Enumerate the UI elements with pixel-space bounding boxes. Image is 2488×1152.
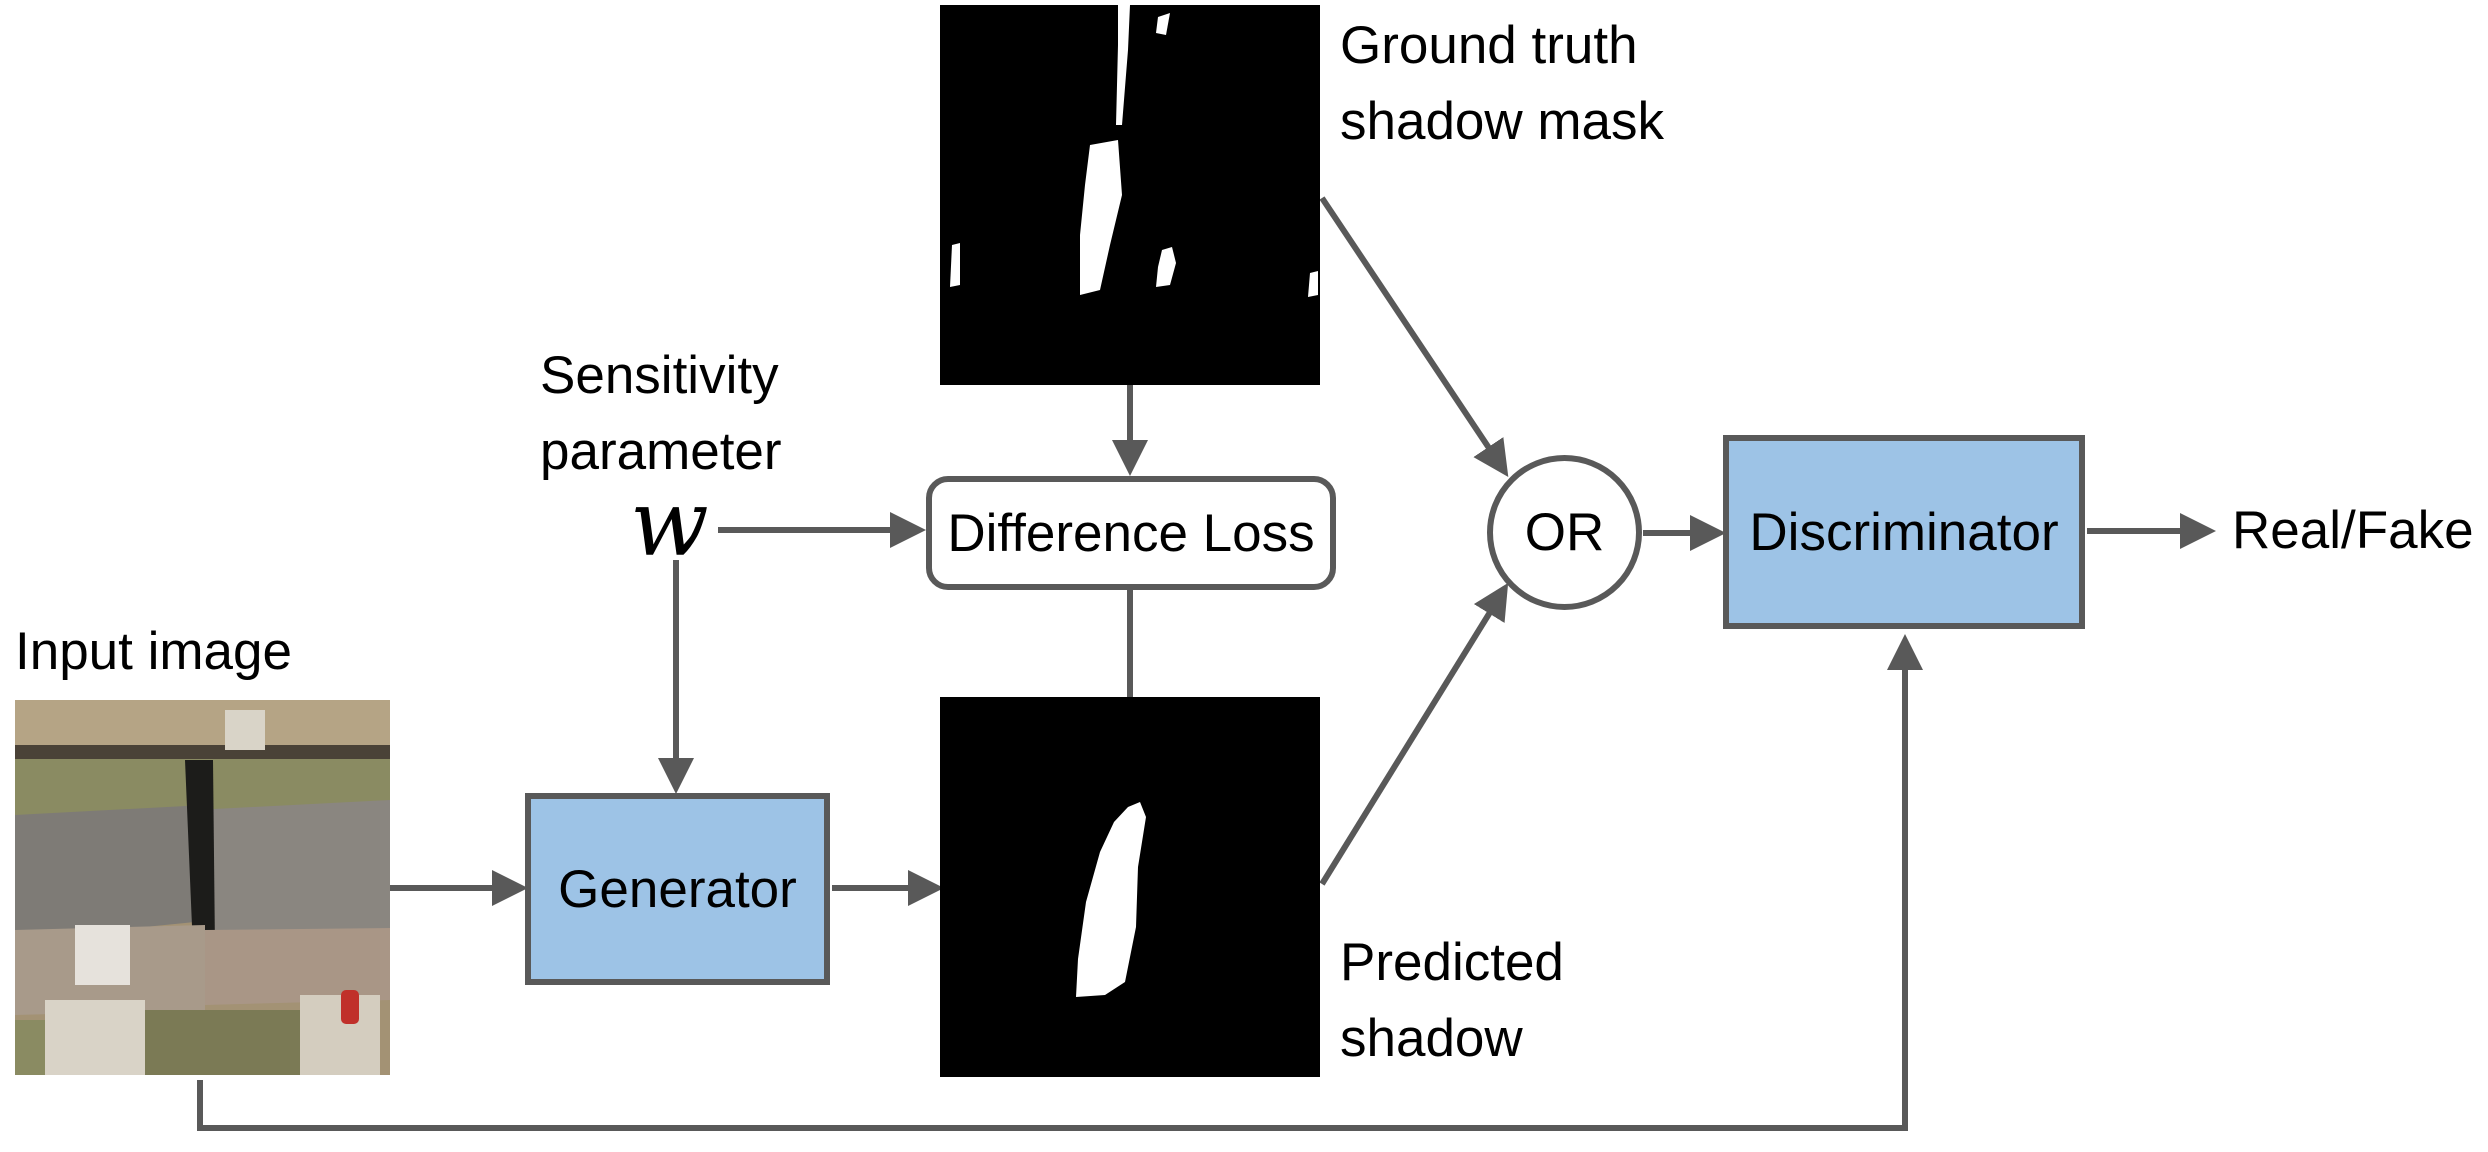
input-image-label: Input image: [15, 622, 292, 681]
ground-truth-label: Ground truth shadow mask: [1340, 8, 1664, 160]
predicted-shadow-image: [940, 697, 1320, 1077]
sensitivity-label-line2: parameter: [540, 422, 782, 481]
ground-truth-mask-image: [940, 5, 1320, 385]
predicted-shadow-label-line2: shadow: [1340, 1009, 1523, 1068]
ground-truth-label-line2: shadow mask: [1340, 92, 1665, 151]
input-aerial-image: [15, 700, 390, 1075]
arrow-input-to-discriminator: [197, 634, 1923, 1131]
or-gate: OR: [1487, 455, 1642, 610]
generator-block: Generator: [525, 793, 830, 985]
sensitivity-symbol: w: [630, 470, 709, 577]
difference-loss-block: Difference Loss: [926, 476, 1336, 590]
discriminator-block: Discriminator: [1723, 435, 2085, 629]
generator-label: Generator: [558, 859, 797, 919]
discriminator-label: Discriminator: [1749, 502, 2059, 562]
predicted-shadow-label: Predicted shadow: [1340, 925, 1564, 1077]
predicted-shadow-label-line1: Predicted: [1340, 933, 1564, 992]
sensitivity-label-line1: Sensitivity: [540, 346, 779, 405]
ground-truth-label-line1: Ground truth: [1340, 16, 1638, 75]
sensitivity-label: Sensitivity parameter: [540, 338, 782, 490]
or-label: OR: [1524, 503, 1605, 562]
arrow-groundtruth-to-or: [1319, 196, 1509, 477]
real-fake-label: Real/Fake: [2232, 501, 2474, 560]
difference-loss-label: Difference Loss: [947, 503, 1315, 563]
arrow-predicted-to-or: [1319, 582, 1509, 886]
